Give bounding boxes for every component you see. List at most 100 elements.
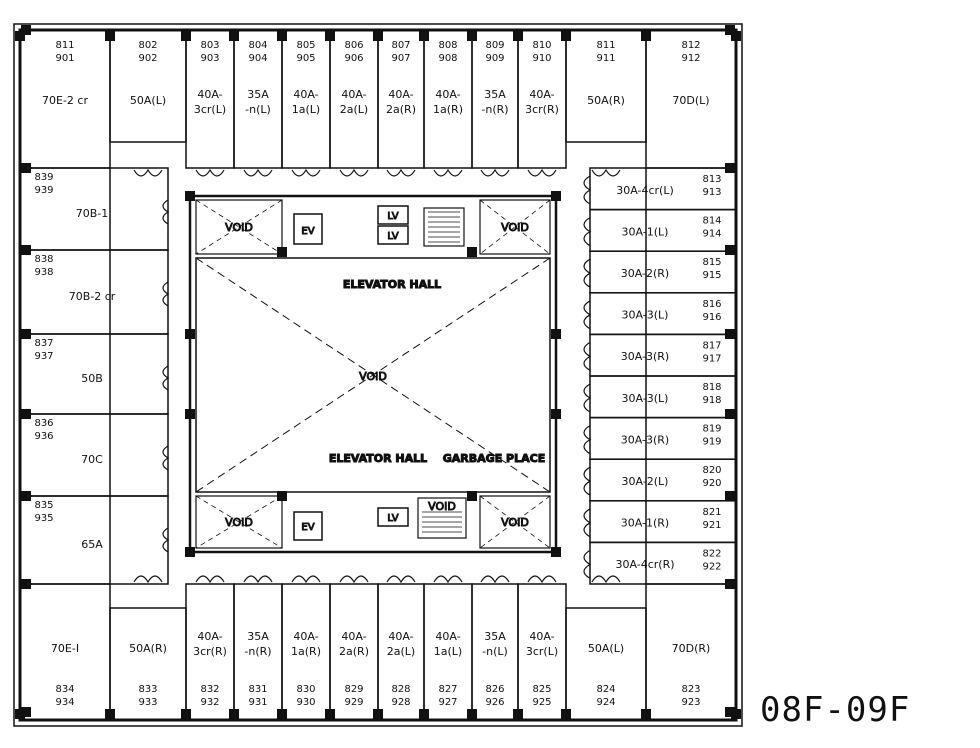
unit-number-9f: 903 <box>200 53 219 64</box>
column-marker <box>725 245 735 255</box>
column-marker <box>725 25 735 35</box>
column-marker <box>185 547 195 557</box>
unit-type: 40A- <box>293 88 318 101</box>
unit-number-9f: 935 <box>34 513 53 524</box>
unit-number-8f: 833 <box>138 684 157 695</box>
unit-type: 40A- <box>341 630 366 643</box>
unit-number-9f: 904 <box>248 53 267 64</box>
column-marker <box>277 709 287 719</box>
unit-type: 40A- <box>388 630 413 643</box>
unit-number-9f: 922 <box>702 561 721 572</box>
unit-type-suffix: 2a(R) <box>339 645 369 658</box>
unit-number-8f: 836 <box>34 418 53 429</box>
unit-number-8f: 813 <box>702 174 721 185</box>
unit-type: 30A-3(R) <box>621 350 669 363</box>
unit-type: 70B-2 cr <box>69 290 116 303</box>
unit-number-9f: 926 <box>485 697 504 708</box>
unit-number-9f: 938 <box>34 267 53 278</box>
column-marker <box>467 247 477 257</box>
column-marker <box>21 579 31 589</box>
unit-type: 65A <box>81 538 103 551</box>
unit-type-suffix: -n(R) <box>244 645 271 658</box>
void-label-small: VOID <box>428 500 456 513</box>
unit-number-9f: 912 <box>681 53 700 64</box>
unit-type: 50A(R) <box>587 94 625 107</box>
column-marker <box>513 31 523 41</box>
unit-number-9f: 902 <box>138 53 157 64</box>
column-marker <box>467 491 477 501</box>
column-marker <box>551 191 561 201</box>
unit-number-8f: 834 <box>55 684 74 695</box>
floor-code: 08F-09F <box>760 690 911 730</box>
unit-number-8f: 806 <box>344 40 363 51</box>
unit-type: 35A <box>247 88 269 101</box>
unit-number-9f: 925 <box>532 697 551 708</box>
elevator-hall-label-top: ELEVATOR HALL <box>343 278 441 291</box>
unit-number-9f: 916 <box>702 312 721 323</box>
unit-number-8f: 804 <box>248 40 267 51</box>
column-marker <box>105 31 115 41</box>
unit-number-8f: 810 <box>532 40 551 51</box>
unit-type: 50A(R) <box>129 642 167 655</box>
unit-number-9f: 909 <box>485 53 504 64</box>
elevator-label: EV <box>301 226 314 237</box>
unit-number-9f: 907 <box>391 53 410 64</box>
unit-number-8f: 829 <box>344 684 363 695</box>
column-marker <box>725 491 735 501</box>
column-marker <box>561 709 571 719</box>
unit-number-8f: 827 <box>438 684 457 695</box>
column-marker <box>551 547 561 557</box>
column-marker <box>419 31 429 41</box>
unit-number-8f: 805 <box>296 40 315 51</box>
column-marker <box>185 191 195 201</box>
column-marker <box>229 709 239 719</box>
unit-number-8f: 822 <box>702 548 721 559</box>
void-label-corner: VOID <box>225 221 253 234</box>
column-marker <box>21 329 31 339</box>
column-marker <box>725 707 735 717</box>
unit-number-8f: 807 <box>391 40 410 51</box>
column-marker <box>181 709 191 719</box>
column-marker <box>277 31 287 41</box>
unit-type: 30A-3(L) <box>622 392 669 405</box>
unit-number-9f: 923 <box>681 697 700 708</box>
unit-type: 30A-2(R) <box>621 267 669 280</box>
unit-type: 40A- <box>435 88 460 101</box>
unit-number-8f: 811 <box>55 40 74 51</box>
unit-number-9f: 911 <box>596 53 615 64</box>
unit-number-8f: 828 <box>391 684 410 695</box>
unit-type: 40A- <box>341 88 366 101</box>
unit-type: 40A- <box>388 88 413 101</box>
unit-number-8f: 811 <box>596 40 615 51</box>
unit-type-suffix: 2a(L) <box>387 645 415 658</box>
unit-number-9f: 915 <box>702 270 721 281</box>
unit-type: 30A-4cr(R) <box>615 558 674 571</box>
column-marker <box>15 31 25 41</box>
unit-number-9f: 932 <box>200 697 219 708</box>
unit-number-9f: 905 <box>296 53 315 64</box>
column-marker <box>725 409 735 419</box>
unit-number-9f: 936 <box>34 431 53 442</box>
void-label-corner: VOID <box>501 221 529 234</box>
unit-type: 35A <box>484 88 506 101</box>
unit-type: 40A- <box>529 88 554 101</box>
lift-label: LV <box>387 231 398 242</box>
